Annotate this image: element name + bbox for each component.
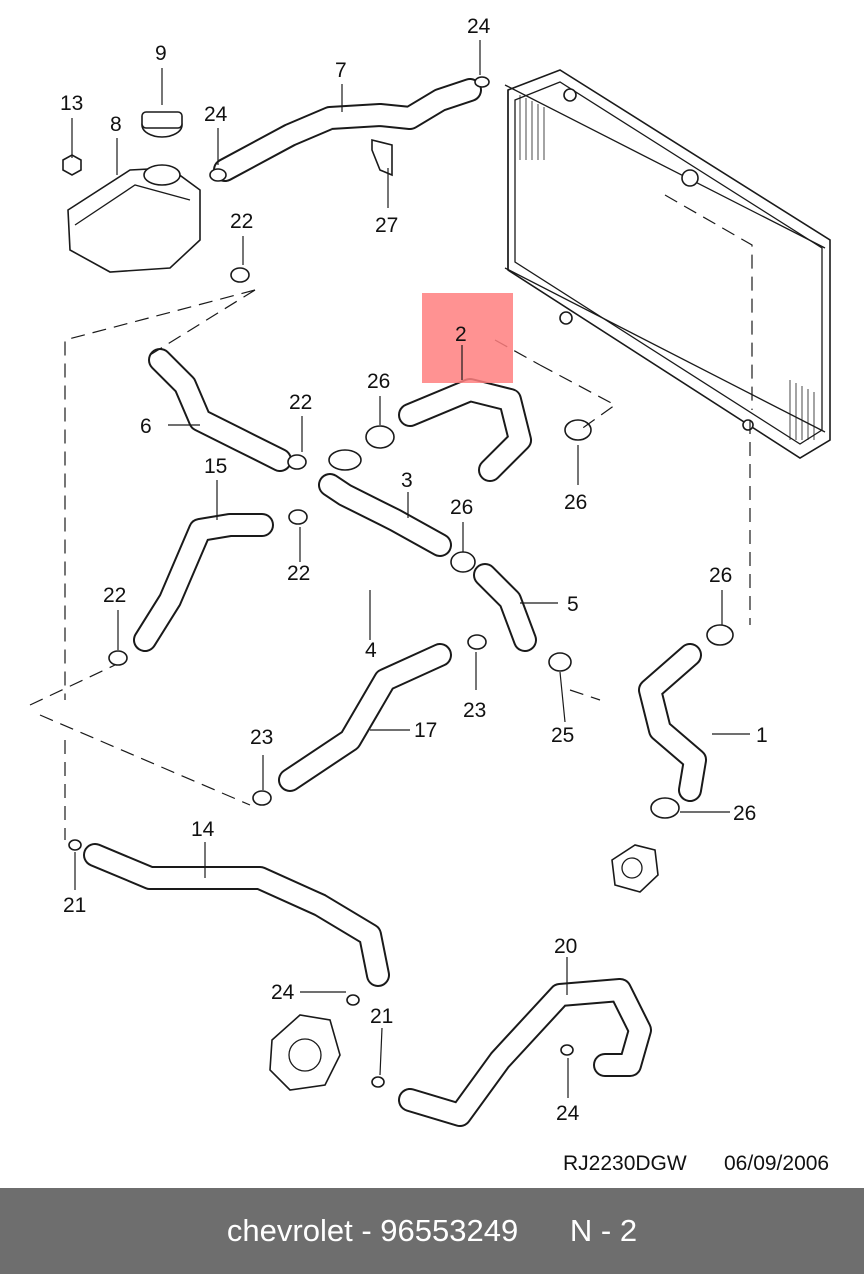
callout-15: 15: [204, 455, 227, 478]
callout-22: 22: [230, 210, 253, 233]
callout-9: 9: [155, 42, 167, 65]
highlight-part-2: [422, 293, 513, 383]
callout-24: 24: [467, 15, 491, 38]
callout-24b: 24: [204, 103, 228, 126]
callout-26b: 26: [450, 496, 473, 519]
callout-3: 3: [401, 469, 413, 492]
callout-26e: 26: [733, 802, 756, 825]
callout-20: 20: [554, 935, 577, 958]
radiator: [504, 69, 831, 459]
callout-1: 1: [756, 724, 768, 747]
callout-24c: 24: [271, 981, 295, 1004]
footer-separator: -: [361, 1213, 372, 1248]
callout-26d: 26: [709, 564, 732, 587]
callout-8: 8: [110, 113, 122, 136]
callout-25: 25: [551, 724, 574, 747]
callout-17: 17: [414, 719, 437, 742]
callout-7: 7: [335, 59, 347, 82]
footer-part-number: 96553249: [380, 1213, 519, 1248]
cooling-system-diagram: 1 2 3 4 5 6 7 8 9 13 14 15 17 20 21 21 2…: [29, 15, 831, 1175]
callout-labels: 1 2 3 4 5 6 7 8 9 13 14 15 17 20 21 21 2…: [60, 15, 768, 1125]
callout-24d: 24: [556, 1102, 580, 1125]
drawing-code: RJ2230DGW: [563, 1152, 687, 1175]
housings: [269, 138, 659, 1091]
callout-26c: 26: [564, 491, 587, 514]
leader-lines: [71, 40, 750, 1098]
callout-5: 5: [567, 593, 579, 616]
footer-gap: [518, 1213, 570, 1249]
clamps: [68, 76, 734, 1088]
callout-6: 6: [140, 415, 152, 438]
callout-22d: 22: [103, 584, 126, 607]
callout-23: 23: [463, 699, 486, 722]
drawing-date: 06/09/2006: [724, 1152, 829, 1175]
callout-14: 14: [191, 818, 215, 841]
footer-bar: chevrolet - 96553249 N - 2: [0, 1188, 864, 1274]
hoses: [83, 78, 707, 1127]
callout-21b: 21: [370, 1005, 393, 1028]
callout-23b: 23: [250, 726, 273, 749]
callout-2: 2: [455, 323, 467, 346]
coolant-reservoir: [62, 111, 201, 273]
callout-4: 4: [365, 639, 377, 662]
footer-position: N - 2: [569, 1213, 638, 1248]
callout-21: 21: [63, 894, 86, 917]
callout-27: 27: [375, 214, 398, 237]
footer-brand: chevrolet: [226, 1213, 353, 1248]
callout-26: 26: [367, 370, 390, 393]
callout-22b: 22: [289, 391, 312, 414]
callout-22c: 22: [287, 562, 310, 585]
callout-13: 13: [60, 92, 83, 115]
